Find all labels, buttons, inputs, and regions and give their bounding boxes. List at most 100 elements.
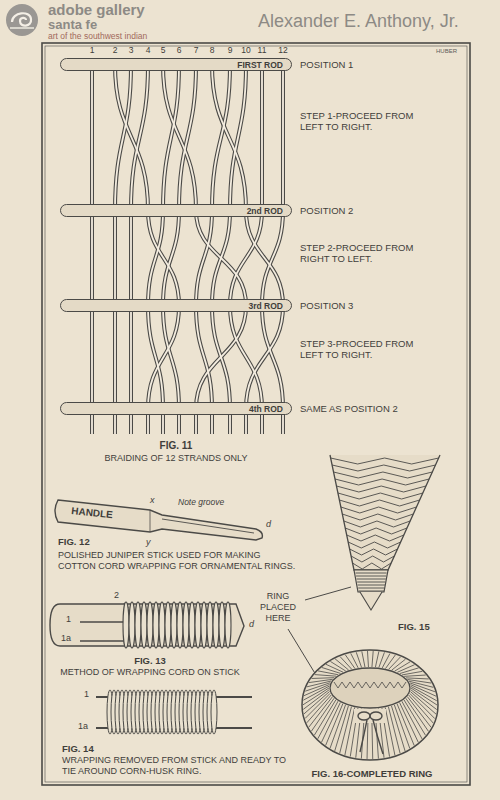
completed-ring	[366, 682, 374, 688]
braided-husk	[342, 514, 413, 520]
cord-label: 1	[84, 689, 89, 700]
artist-signature: HUBER	[436, 48, 457, 55]
rod-label: 3rd ROD	[249, 301, 283, 311]
completed-ring	[404, 700, 426, 735]
wrapping-stick	[213, 602, 219, 648]
rod-label: 4th ROD	[249, 404, 283, 414]
point-letter: d	[249, 619, 254, 630]
braid-strands	[212, 58, 246, 434]
braided-husk	[334, 472, 433, 478]
gallery-emblem	[6, 4, 38, 36]
braiding-rod: 4th ROD	[60, 402, 292, 415]
completed-ring	[335, 659, 349, 670]
stick-outline	[55, 500, 262, 540]
point-letter: y	[146, 537, 151, 548]
braided-husk	[359, 591, 384, 592]
braided-husk	[332, 465, 435, 471]
wrapping-stick	[147, 602, 153, 648]
figure-number: FIG. 15	[398, 621, 430, 632]
completed-ring	[370, 712, 382, 720]
completed-ring	[362, 651, 365, 667]
completed-ring	[404, 675, 426, 676]
wrapping-stick	[219, 602, 225, 648]
wrapping-stick	[129, 602, 135, 648]
wrapping-stick	[135, 602, 141, 648]
completed-ring	[330, 668, 410, 708]
figure-caption: FIG. 16-COMPLETED RING	[282, 768, 462, 779]
figure-number: FIG. 11	[116, 440, 236, 452]
wrapping-stick	[195, 602, 201, 648]
completed-ring	[326, 704, 343, 746]
strand-number: 1	[83, 45, 101, 55]
completed-ring	[309, 679, 333, 682]
completed-ring	[303, 686, 329, 700]
braided-husk	[350, 549, 398, 555]
completed-ring	[358, 712, 370, 720]
braided-husk	[341, 507, 417, 513]
wrapping-stick	[50, 602, 244, 648]
wrapping-stick	[177, 602, 183, 648]
strand-number: 3	[122, 45, 140, 55]
braid-strands	[230, 58, 262, 434]
braided-husk	[347, 535, 404, 541]
wrapping-stick	[207, 602, 213, 648]
cord-coil	[211, 690, 217, 734]
braided-husk	[345, 528, 407, 534]
figure-caption: WRAPPING REMOVED FROM STICK AND READY TO…	[62, 755, 290, 777]
gallery-emblem	[6, 4, 38, 36]
wrapping-stick	[153, 602, 159, 648]
strand-number: 2	[106, 45, 124, 55]
braided-husk	[338, 493, 423, 499]
braided-husk	[358, 588, 384, 589]
braid-strands	[212, 58, 283, 434]
braided-husk	[354, 570, 388, 592]
step-note: STEP 3-PROCEED FROM LEFT TO RIGHT.	[300, 338, 418, 361]
braiding-rod: 3rd ROD	[60, 299, 292, 312]
wrapping-stick	[123, 602, 129, 648]
wrapping-stick	[141, 602, 147, 648]
braided-husk	[335, 479, 429, 485]
strand-number: 11	[253, 45, 271, 55]
completed-ring	[312, 677, 335, 679]
completed-ring	[375, 651, 378, 667]
completed-ring	[303, 690, 329, 710]
gallery-emblem	[12, 13, 31, 25]
figure-caption: METHOD OF WRAPPING CORD ON STICK	[35, 667, 265, 678]
braid-strands	[262, 58, 283, 434]
wrapping-stick	[183, 602, 189, 648]
braided-husk	[356, 576, 386, 577]
completed-ring	[315, 675, 336, 677]
braided-husk	[358, 585, 385, 586]
rod-label: FIRST ROD	[237, 60, 283, 70]
braided-husk	[356, 573, 387, 574]
cord-label: 2	[114, 590, 119, 601]
leader-line	[305, 587, 351, 600]
braided-husk	[330, 455, 440, 610]
completed-ring	[385, 707, 395, 755]
completed-ring	[304, 691, 330, 713]
completed-ring	[382, 653, 390, 668]
braid-strands	[163, 58, 196, 434]
step-note: STEP 2-PROCEED FROM RIGHT TO LEFT.	[300, 242, 418, 265]
brand-tagline: art of the southwest indian	[48, 31, 147, 41]
strand-number: 8	[203, 45, 221, 55]
braid-strands	[212, 58, 283, 434]
braid-strands	[90, 58, 94, 434]
completed-ring	[307, 681, 331, 687]
braided-husk	[339, 500, 419, 506]
braid-strands	[115, 58, 131, 434]
point-letter: x	[150, 495, 155, 506]
wrapping-stick	[159, 602, 165, 648]
braided-husk	[351, 556, 394, 562]
leader-line	[288, 629, 316, 675]
author-name: Alexander E. Anthony, Jr.	[258, 11, 459, 33]
wrapping-stick	[80, 640, 126, 642]
brand-name: adobe gallery	[48, 1, 145, 19]
braid-strands	[92, 58, 283, 434]
completed-ring	[409, 695, 434, 723]
braided-husk	[344, 521, 410, 527]
braided-husk	[357, 582, 385, 583]
braid-strands	[262, 58, 283, 434]
completed-ring	[322, 667, 341, 673]
completed-ring	[385, 655, 395, 669]
